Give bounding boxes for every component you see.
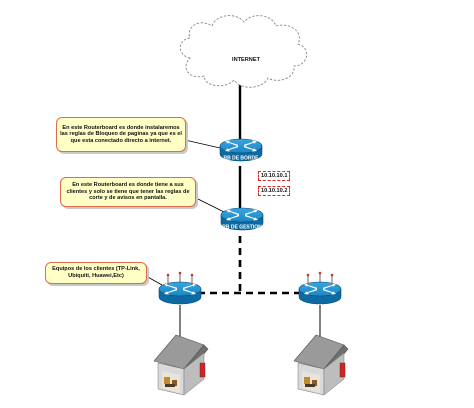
callout-client-equipment: Equipos de los clientes (TP-Link, Ubiqui… <box>45 262 147 284</box>
callout-connector-border <box>184 139 221 149</box>
callout-management-router: En este Routerboard es donde tiene a sus… <box>60 177 196 207</box>
house-icon <box>293 334 349 396</box>
callout-border-router: En este Routerboard es donde instalaremo… <box>56 117 186 152</box>
management-router-label: RB DE GESTION <box>222 225 262 231</box>
cloud-label: INTERNET <box>232 57 261 63</box>
border-router-label: RB DE BORDE <box>223 156 259 162</box>
callout-connector-clients <box>145 275 163 286</box>
callout-connector-management <box>195 197 225 213</box>
ip-label-border: 10.10.10.1 <box>258 171 291 181</box>
wireless-router-icon <box>299 272 341 304</box>
cloud-icon <box>179 15 308 88</box>
wireless-router-icon <box>159 272 201 304</box>
ip-label-management: 10.10.10.2 <box>258 186 291 196</box>
house-icon <box>153 334 209 396</box>
